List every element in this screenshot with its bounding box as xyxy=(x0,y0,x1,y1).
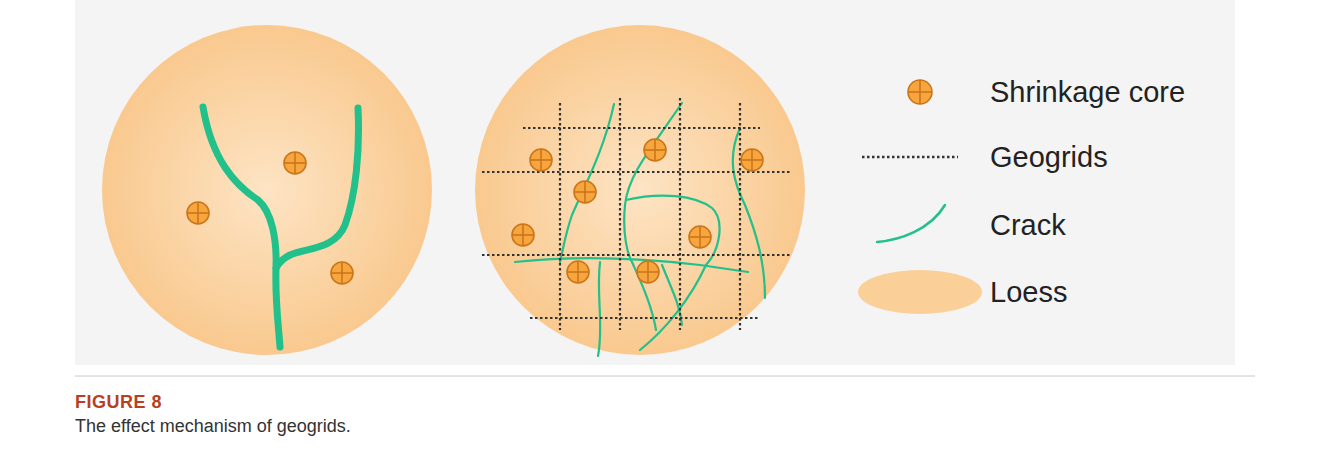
legend-swatch xyxy=(858,270,982,314)
shrinkage-core xyxy=(567,261,589,283)
geogrid xyxy=(482,98,790,330)
shrinkage-core xyxy=(689,226,711,248)
panel-ground xyxy=(75,0,1235,365)
shrinkage-core xyxy=(512,224,534,246)
shrinkage-core xyxy=(637,261,659,283)
shrinkage-core xyxy=(530,149,552,171)
shrinkage-core xyxy=(187,202,209,224)
caption-rule xyxy=(75,376,1255,377)
legend-label: Crack xyxy=(990,209,1066,242)
shrinkage-core-sample xyxy=(908,80,932,104)
loess-circle xyxy=(475,25,805,355)
figure-caption: The effect mechanism of geogrids. xyxy=(75,416,351,437)
shrinkage-core xyxy=(644,139,666,161)
loess-circle xyxy=(102,25,432,355)
crack-thick xyxy=(203,107,358,347)
legend-label: Geogrids xyxy=(990,141,1108,174)
geogrid-sample xyxy=(862,156,958,159)
legend-label: Shrinkage core xyxy=(990,76,1185,109)
shrinkage-core xyxy=(331,262,353,284)
figure-number: FIGURE 8 xyxy=(75,392,162,413)
crack-thin xyxy=(515,103,765,356)
shrinkage-core xyxy=(574,181,596,203)
shrinkage-cores xyxy=(187,139,763,284)
legend-swatches xyxy=(858,270,982,314)
shrinkage-core xyxy=(741,149,763,171)
crack-sample xyxy=(877,205,945,242)
legend-label: Loess xyxy=(990,276,1067,309)
shrinkage-core xyxy=(284,152,306,174)
